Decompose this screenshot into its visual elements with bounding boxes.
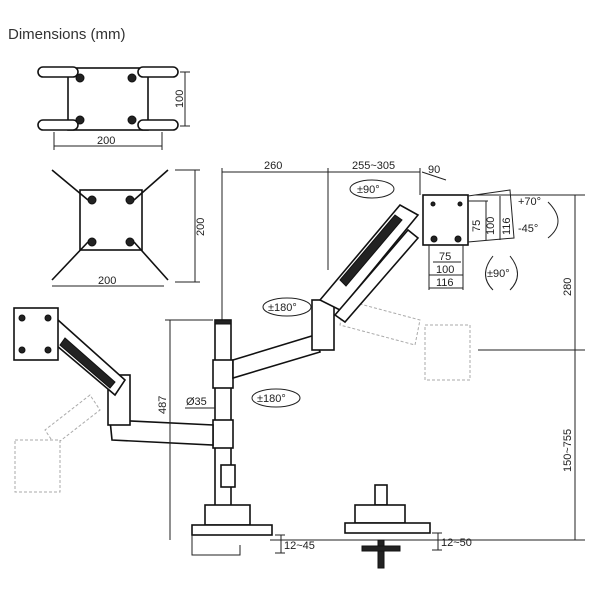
clamp-range-label: 12~45 — [284, 540, 315, 552]
arm1-length-label: 260 — [264, 160, 282, 172]
vesa-v-75: 75 — [471, 220, 483, 232]
tilt-down-label: -45° — [518, 223, 538, 235]
grommet-range-label: 12~50 — [441, 537, 472, 549]
height-range-label: 150~755 — [562, 429, 574, 472]
arm2-length-label: 255~305 — [352, 160, 395, 172]
plate2-width-label: 200 — [98, 275, 116, 287]
joint-lower-arrow-icon — [251, 388, 301, 408]
vesa-h-100: 100 — [436, 264, 454, 276]
pole-diameter-label: Ø35 — [186, 396, 207, 408]
pole-height-label: 487 — [157, 396, 169, 414]
rotation-label: ±90° — [487, 268, 510, 280]
vesa-h-75: 75 — [439, 251, 451, 263]
head-depth-label: 90 — [428, 164, 440, 176]
vesa-v-116: 116 — [501, 217, 513, 235]
joint-lower-label: ±180° — [257, 393, 286, 405]
pole-dimension-lines — [165, 194, 585, 541]
swivel-head-label: ±90° — [357, 184, 380, 196]
joint-upper-arrow-icon — [262, 297, 312, 317]
swivel-arrow-icon — [349, 179, 395, 199]
grommet-mount — [344, 484, 442, 569]
right-monitor-head — [422, 189, 559, 291]
right-arm — [232, 203, 420, 380]
left-arm — [13, 307, 214, 446]
ghost-positions — [14, 299, 471, 493]
height-adjust-label: 280 — [562, 278, 574, 296]
desk-clamp — [191, 504, 285, 556]
vesa-v-100: 100 — [485, 217, 497, 235]
plate1-width-label: 200 — [97, 135, 115, 147]
pole — [212, 319, 236, 511]
joint-upper-label: ±180° — [268, 302, 297, 314]
vesa-plate-100x200 — [37, 66, 190, 150]
vesa-h-116: 116 — [436, 277, 454, 289]
plate2-height-label: 200 — [195, 218, 207, 236]
plate1-height-label: 100 — [174, 90, 186, 108]
vesa-plate-200x200 — [51, 169, 200, 287]
tilt-up-label: +70° — [518, 196, 541, 208]
diagram-title: Dimensions (mm) — [8, 26, 126, 43]
arm-dimension-lines — [221, 168, 447, 320]
